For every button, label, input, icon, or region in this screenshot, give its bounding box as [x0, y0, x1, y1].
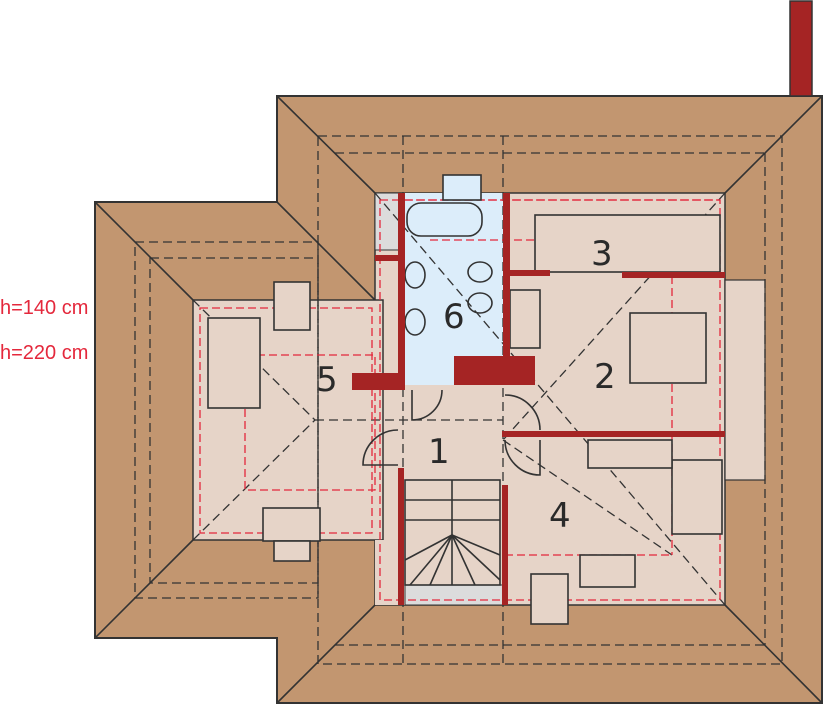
room-number-4: 4 — [549, 496, 571, 536]
height-label-high: h=220 cm — [0, 342, 88, 364]
room-number-1: 1 — [428, 432, 450, 472]
height-label-low: h=140 cm — [0, 297, 88, 319]
staircase — [404, 479, 501, 586]
room-number-2: 2 — [594, 357, 616, 397]
room-number-3: 3 — [591, 234, 613, 274]
roof-hip-lines — [94, 95, 823, 704]
room-number-5: 5 — [316, 360, 338, 400]
chimney — [789, 0, 813, 97]
room-number-6: 6 — [443, 297, 465, 337]
doors — [362, 389, 541, 476]
fixtures — [207, 174, 723, 625]
roof-structure-lines — [134, 135, 783, 665]
walls — [352, 193, 725, 605]
